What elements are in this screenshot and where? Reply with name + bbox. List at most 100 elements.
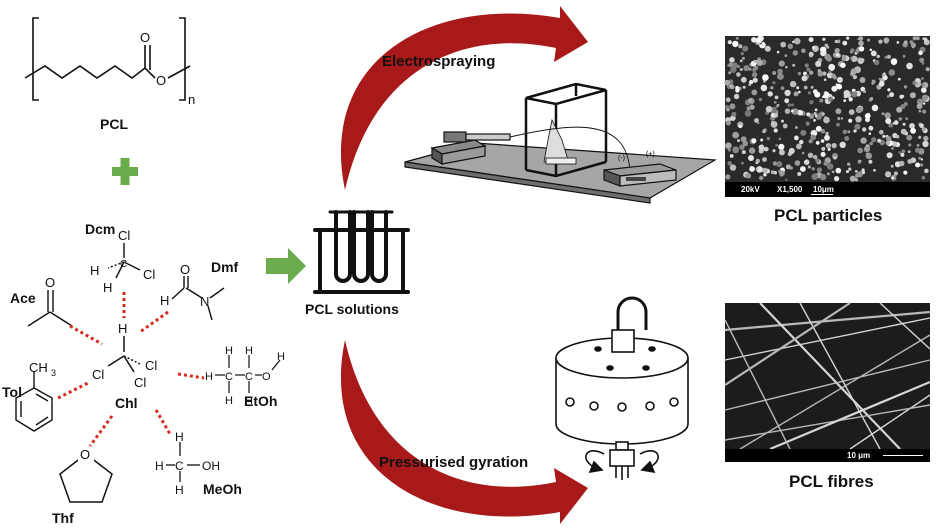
fibre-strand — [724, 302, 851, 386]
tol-label: Tol — [2, 384, 22, 400]
interaction-thf — [88, 415, 114, 447]
thf-o: O — [80, 447, 90, 462]
chl-cl3: Cl — [134, 375, 146, 390]
dmf-label: Dmf — [211, 259, 239, 275]
dmf-structure — [171, 276, 225, 321]
fibre-strand — [724, 310, 931, 332]
fibre-strand — [724, 359, 931, 411]
etoh-c2: C — [245, 371, 253, 383]
ester-oxygen: O — [156, 73, 166, 88]
electrode-plus: (+) — [646, 151, 655, 158]
etoh-structure — [215, 355, 281, 393]
dmf-n: N — [200, 294, 209, 309]
hv-wire — [509, 126, 631, 171]
meoh-oh: OH — [202, 459, 220, 473]
interaction-lines — [57, 292, 205, 447]
dcm-h-left: H — [90, 263, 99, 278]
tol-structure — [15, 372, 53, 432]
dmf-o: O — [180, 262, 190, 277]
electrospraying-label: Electrospraying — [382, 53, 496, 70]
interaction-dmf — [139, 310, 169, 334]
etoh-h1: H — [225, 345, 233, 357]
dcm-label: Dcm — [85, 221, 116, 237]
test-tube-rack-icon — [313, 210, 410, 294]
dmf-h: H — [160, 293, 169, 308]
pcl-structure — [24, 17, 191, 101]
particles-scalebar: 20kV X1,500 10μm — [725, 182, 930, 197]
solutions-label: PCL solutions — [305, 301, 399, 317]
power-supply-icon — [603, 163, 677, 187]
gyration-arrow-icon — [340, 340, 588, 524]
interaction-etoh — [177, 372, 205, 380]
pcl-chain — [24, 65, 156, 79]
particles-label: PCL particles — [774, 206, 883, 225]
etoh-o: O — [262, 371, 271, 383]
etoh-h5: H — [277, 351, 285, 363]
plus-icon — [112, 158, 138, 185]
electrospraying-setup — [404, 82, 717, 204]
electrode-minus: (-) — [618, 155, 625, 162]
sem-fibres-image — [724, 302, 931, 451]
etoh-h2: H — [245, 345, 253, 357]
meoh-structure — [166, 442, 200, 482]
thf-structure — [59, 453, 113, 503]
etoh-h4: H — [245, 395, 253, 407]
pcl-label: PCL — [100, 116, 128, 132]
dcm-c: C — [120, 259, 127, 270]
chl-label: Chl — [115, 395, 138, 411]
etoh-h3: H — [225, 395, 233, 407]
fibre-strand — [849, 394, 931, 450]
thf-o-bg — [78, 446, 94, 461]
fibre-strand — [759, 302, 901, 450]
repeat-subscript: n — [188, 92, 195, 107]
left-bracket — [32, 17, 39, 101]
fibre-strand — [724, 404, 931, 441]
chl-cl1: Cl — [92, 367, 104, 382]
dcm-cl-right: Cl — [143, 267, 155, 282]
fibre-strand — [724, 317, 931, 361]
interaction-meoh — [154, 409, 172, 435]
chloroform-structure — [107, 336, 141, 373]
fibre-strand — [739, 334, 931, 450]
dcm-h-bottom: H — [103, 280, 112, 295]
meoh-c: C — [175, 459, 184, 473]
fibres-len: 10 μm — [847, 451, 871, 460]
ace-structure — [27, 290, 73, 327]
ace-label: Ace — [10, 290, 36, 306]
right-bracket — [179, 17, 186, 101]
meoh-label: MeOh — [203, 481, 242, 497]
gyration-label: Pressurised gyration — [379, 454, 529, 471]
tol-ch: CH — [29, 360, 48, 375]
chl-h: H — [118, 321, 127, 336]
dcm-cl-top: Cl — [118, 228, 130, 243]
fibres-label: PCL fibres — [789, 472, 874, 491]
particles-kv: 20kV — [741, 185, 760, 194]
etoh-c1: C — [225, 371, 233, 383]
ace-o: O — [45, 275, 55, 290]
fibre-strand — [769, 380, 931, 451]
dcm-structure — [107, 243, 141, 279]
electrospraying-arrow-icon — [340, 6, 588, 190]
interaction-tol — [57, 380, 91, 400]
meoh-h-left: H — [155, 459, 164, 473]
thf-label: Thf — [52, 510, 74, 526]
etoh-h-left: H — [205, 371, 213, 383]
chl-cl2: Cl — [145, 358, 157, 373]
tol-ch3-sub: 3 — [51, 368, 56, 378]
carbonyl-oxygen: O — [140, 30, 150, 45]
green-arrow-icon — [266, 248, 306, 284]
collector-plate — [545, 157, 577, 165]
fibres-scalebar: 10 μm — [725, 449, 930, 462]
etoh-label: EtOh — [244, 393, 278, 409]
interaction-ace — [69, 324, 103, 346]
fibre-strand — [879, 302, 931, 350]
meoh-h-top: H — [175, 430, 184, 444]
meoh-h-bottom: H — [175, 483, 184, 497]
syringe-pump-icon — [430, 131, 511, 166]
particles-mag: X1,500 — [777, 185, 803, 194]
sem-particles-image — [724, 35, 930, 182]
fibre-strand — [724, 319, 791, 450]
particles-len: 10μm — [813, 185, 834, 194]
